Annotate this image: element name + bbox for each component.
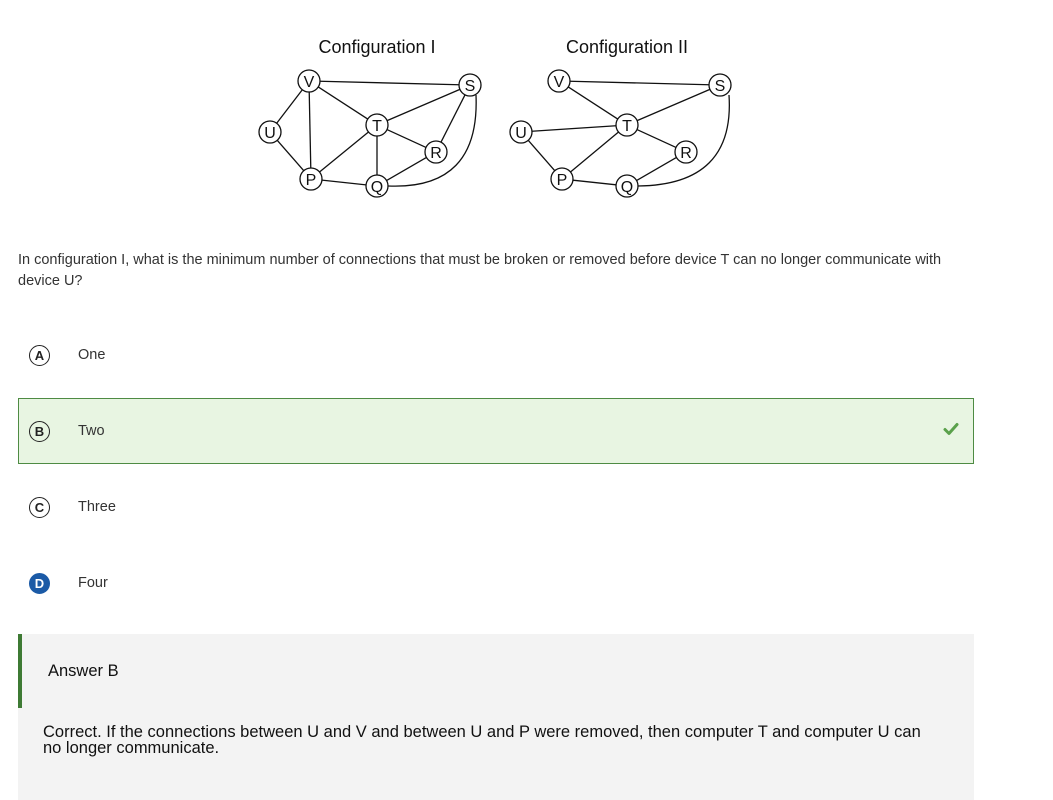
device-node-circle: [547, 69, 571, 93]
device-node-s: S: [458, 73, 482, 97]
device-node-circle: [615, 174, 639, 198]
network-configurations-figure: Configuration I U V P T Q R S Configuration II…: [258, 37, 732, 198]
connection-q-r: [386, 156, 427, 182]
device-node-v: V: [297, 69, 321, 93]
connection-u-v: [276, 89, 303, 124]
explanation-body: Correct. If the connections between U an…: [43, 723, 921, 757]
device-node-label: S: [465, 78, 476, 95]
device-node-label: U: [264, 125, 276, 142]
device-node-circle: [458, 73, 482, 97]
device-node-circle: [615, 113, 639, 137]
configuration-ii-diagram: Configuration II V U P T Q R S: [509, 37, 732, 198]
explanation-panel: Answer B Correct. If the connections bet…: [18, 634, 974, 800]
device-node-label: Q: [371, 179, 383, 196]
device-node-label: T: [372, 118, 382, 135]
device-node-circle: [708, 73, 732, 97]
device-node-t: T: [615, 113, 639, 137]
device-node-circle: [299, 167, 323, 191]
device-node-label: R: [680, 145, 692, 162]
connection-t-r: [386, 128, 427, 149]
device-node-label: P: [557, 172, 568, 189]
choice-a[interactable]: A One: [18, 322, 974, 388]
choice-b-badge: B: [29, 421, 50, 442]
choice-c[interactable]: C Three: [18, 474, 974, 540]
choice-b-label: Two: [78, 423, 105, 439]
connection-u-t: [531, 125, 617, 132]
connection-v-s: [569, 80, 710, 86]
connection-u-p: [527, 139, 556, 172]
connection-p-q: [572, 179, 617, 186]
device-node-label: R: [430, 145, 442, 162]
device-node-q: Q: [365, 174, 389, 198]
connection-t-s: [636, 88, 711, 122]
connection-q-r: [636, 156, 677, 182]
device-node-circle: [365, 113, 389, 137]
device-node-p: P: [299, 167, 323, 191]
device-node-r: R: [674, 140, 698, 164]
connection-q-s: [637, 94, 730, 187]
device-node-u: U: [509, 120, 533, 144]
explanation-title: Answer B: [48, 662, 119, 680]
configuration-ii-title: Configuration II: [566, 37, 688, 57]
device-node-s: S: [708, 73, 732, 97]
connection-t-r: [636, 128, 677, 149]
connection-q-s: [387, 94, 477, 187]
device-node-q: Q: [615, 174, 639, 198]
device-node-label: P: [306, 172, 317, 189]
connection-t-s: [386, 88, 461, 122]
device-node-r: R: [424, 140, 448, 164]
connection-t-p: [319, 131, 369, 173]
connection-p-t: [570, 131, 619, 173]
connection-v-s: [319, 80, 460, 86]
device-node-v: V: [547, 69, 571, 93]
connection-v-t: [317, 86, 369, 120]
configuration-i-diagram: Configuration I U V P T Q R S: [258, 37, 482, 198]
device-node-label: Q: [621, 179, 633, 196]
question-text: In configuration I, what is the minimum …: [18, 252, 942, 289]
choice-c-badge: C: [29, 497, 50, 518]
device-node-circle: [424, 140, 448, 164]
device-node-label: V: [304, 74, 315, 91]
choice-c-label: Three: [78, 499, 116, 515]
device-node-label: S: [715, 78, 726, 95]
configuration-i-title: Configuration I: [318, 37, 435, 57]
device-node-t: T: [365, 113, 389, 137]
device-node-u: U: [258, 120, 282, 144]
checkmark-icon: [943, 423, 959, 435]
device-node-label: V: [554, 74, 565, 91]
choice-a-label: One: [78, 347, 106, 363]
device-node-circle: [674, 140, 698, 164]
explanation-accent-bar: [18, 634, 22, 708]
device-node-p: P: [550, 167, 574, 191]
connection-u-p: [276, 139, 305, 172]
device-node-circle: [297, 69, 321, 93]
connection-p-q: [321, 179, 367, 186]
connection-r-s: [440, 94, 466, 143]
device-node-label: U: [515, 125, 527, 142]
device-node-circle: [550, 167, 574, 191]
connection-v-p: [308, 91, 312, 169]
choice-d-label: Four: [78, 575, 108, 591]
choice-d-badge: D: [29, 573, 50, 594]
choice-d[interactable]: D Four: [18, 550, 974, 616]
device-node-label: T: [622, 118, 632, 135]
device-node-circle: [258, 120, 282, 144]
device-node-circle: [365, 174, 389, 198]
choice-b[interactable]: B Two: [18, 398, 974, 464]
device-node-circle: [509, 120, 533, 144]
connection-v-t: [567, 86, 619, 120]
choice-a-badge: A: [29, 345, 50, 366]
